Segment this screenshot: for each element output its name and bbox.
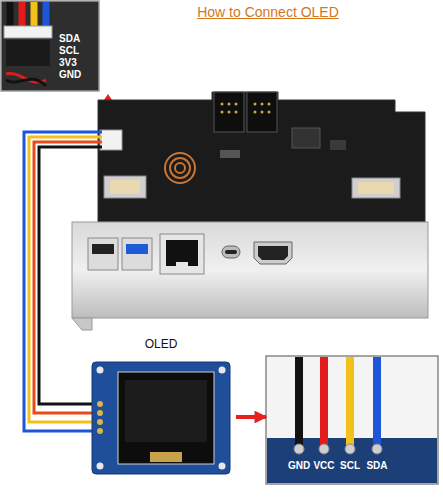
pin-pad	[372, 444, 382, 454]
hdmi-port	[254, 242, 292, 264]
pin-header	[247, 92, 277, 132]
ribbon-cable	[110, 180, 140, 194]
pin-pad	[97, 428, 103, 434]
usb-port	[88, 238, 118, 270]
mount-hole	[219, 367, 226, 374]
oled-screen	[118, 372, 214, 464]
wire-blue	[373, 357, 381, 446]
fpc-connector	[104, 176, 146, 198]
usbc-slot	[225, 250, 237, 254]
pin-pad	[97, 410, 103, 416]
zoom-inset: GNDVCC SCL SDA	[266, 356, 438, 484]
module-label: OLED	[145, 338, 178, 352]
pin-pad	[319, 444, 329, 454]
pin-pad	[97, 419, 103, 425]
wire-yellow	[31, 2, 38, 28]
oled-display-area	[125, 380, 207, 442]
copper-coil	[175, 163, 185, 173]
header-pins	[221, 103, 271, 114]
wire-yellow	[346, 357, 354, 446]
io-bracket	[72, 222, 428, 318]
copper-coil	[165, 153, 195, 183]
pin-label: 3V3	[59, 57, 77, 69]
oled-pcb-detail	[267, 438, 437, 483]
pcb-board	[98, 92, 425, 222]
connector-housing	[4, 26, 52, 38]
diagram-title: How to Connect OLED	[197, 4, 339, 20]
usbc-port	[222, 246, 240, 258]
bracket-tab	[72, 318, 92, 330]
hdmi-slot	[258, 246, 288, 260]
jst-connector	[100, 130, 122, 150]
oled-module: OLED	[88, 336, 234, 478]
pin-label: GND	[59, 69, 81, 81]
wire-blue	[24, 132, 102, 431]
oled-pcb	[92, 362, 230, 474]
chip	[330, 140, 346, 150]
oled-flex	[150, 452, 182, 462]
pin-pad	[294, 444, 304, 454]
zoom-inset	[266, 356, 438, 484]
pointer-arrow	[236, 415, 266, 419]
fpc-connector	[352, 178, 400, 198]
wire-yellow	[29, 137, 102, 422]
pin-pad	[345, 444, 355, 454]
usb3-port	[122, 238, 152, 270]
usb3-slot	[126, 244, 148, 254]
rj45-clip	[176, 262, 188, 268]
copper-coil	[170, 158, 190, 178]
mount-hole	[219, 463, 226, 470]
pin-label: VCC	[313, 460, 334, 472]
pin-label: SDA	[366, 460, 387, 472]
chip	[220, 150, 240, 158]
twisted-wire	[6, 79, 46, 86]
ribbon-cable	[358, 182, 394, 194]
zoom-inset	[1, 1, 99, 91]
wire-red	[19, 2, 26, 28]
board-detail	[6, 40, 50, 66]
mount-hole	[97, 463, 104, 470]
wire-red	[320, 357, 328, 446]
pin-header	[214, 92, 244, 132]
zoom-inset: SDASCL3V3GND	[1, 1, 99, 91]
wire-blue	[43, 2, 50, 28]
usb-slot	[92, 244, 114, 254]
rj45-port	[160, 234, 204, 274]
pin-label: SCL	[340, 460, 360, 472]
pin-pad	[97, 401, 103, 407]
wire-black	[295, 357, 303, 446]
pin-label: GND	[288, 460, 310, 472]
pin-label: SCL	[59, 45, 79, 57]
chip	[292, 128, 320, 148]
pin-label: SDA	[59, 33, 80, 45]
wire-black	[7, 2, 14, 28]
mount-hole	[97, 367, 104, 374]
